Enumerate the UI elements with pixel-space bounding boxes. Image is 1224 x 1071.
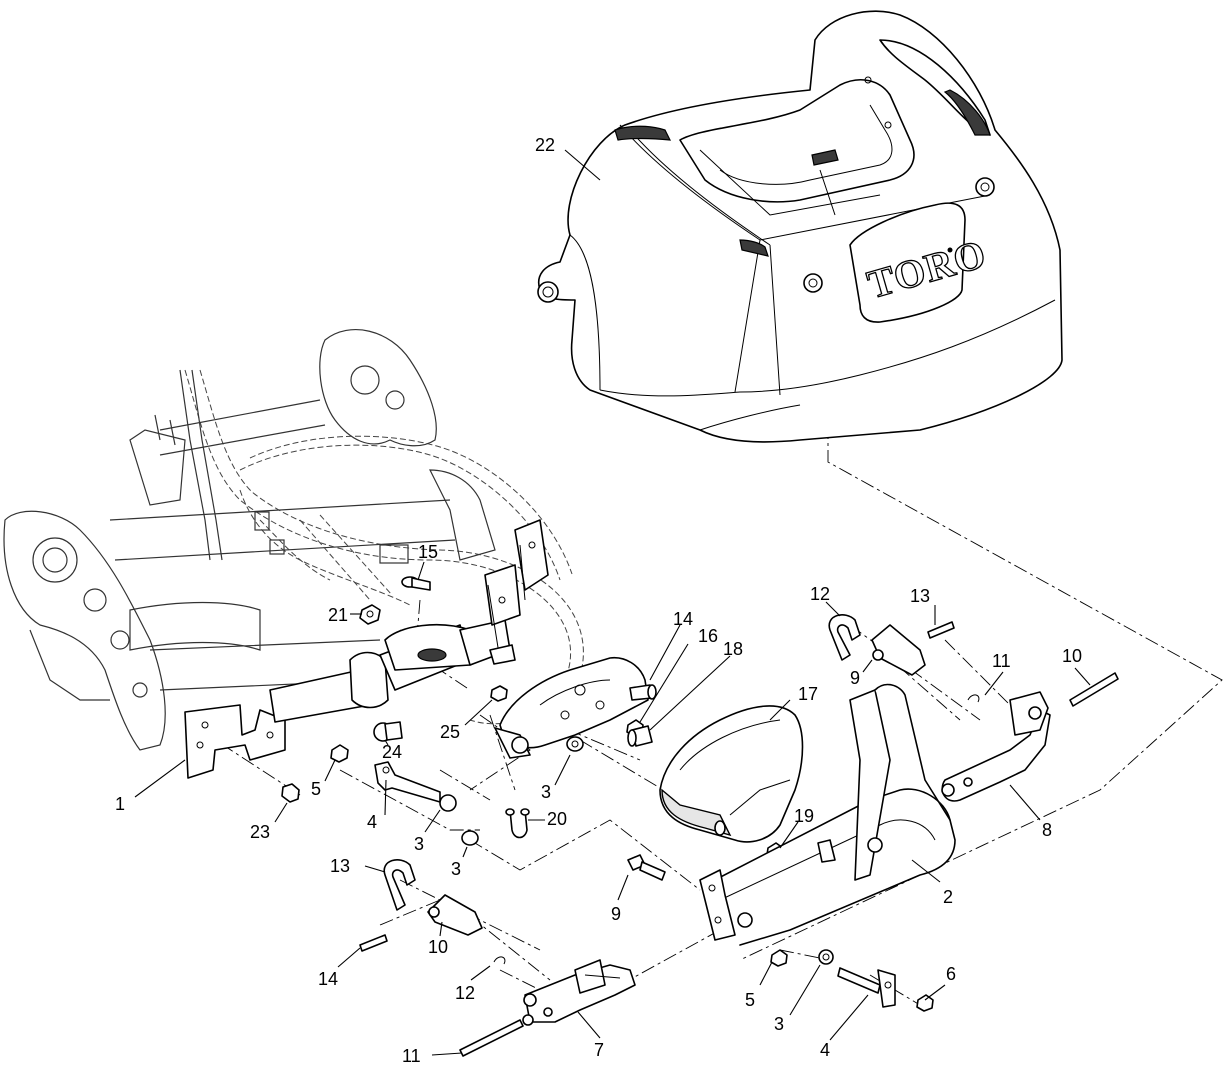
callout-10-lower: 11 xyxy=(402,1046,421,1066)
callout-16: 16 xyxy=(698,626,718,646)
callout-5-upper: 5 xyxy=(311,779,321,799)
part-9-latches xyxy=(427,624,926,936)
part-18-spacer xyxy=(627,725,653,747)
callout-4-upper: 4 xyxy=(367,812,377,832)
part-23-bolt xyxy=(281,783,300,803)
part-8-bolt xyxy=(627,854,666,881)
center-weldment xyxy=(269,519,549,723)
callout-15: 15 xyxy=(418,542,438,562)
part-15-bolt xyxy=(401,576,431,591)
callout-3-upper-b: 3 xyxy=(451,859,461,879)
callout-5-right: 6 xyxy=(946,964,956,984)
callout-1: 1 xyxy=(115,794,125,814)
callouts: 22 1 2 5 4 3 3 3 5 3 4 6 7 8 9 9 10 10 1… xyxy=(115,135,1082,1066)
callout-21: 21 xyxy=(328,605,348,625)
part-14-module xyxy=(494,656,657,759)
callout-25: 25 xyxy=(440,722,460,742)
callout-14: 14 xyxy=(673,609,693,629)
part-7-slide xyxy=(941,691,1051,802)
callout-11-lower: 12 xyxy=(455,983,475,1003)
callout-10-upper: 10 xyxy=(1062,646,1082,666)
callout-18: 18 xyxy=(723,639,743,659)
callout-9-lower: 10 xyxy=(428,937,448,957)
callout-12-upper: 12 xyxy=(810,584,830,604)
callout-24: 24 xyxy=(382,742,402,762)
callout-13-upper: 13 xyxy=(910,586,930,606)
lower-right-hardware xyxy=(770,949,934,1012)
part-12-clamps xyxy=(383,614,861,911)
part-25-nut xyxy=(490,685,508,702)
part-10-pins xyxy=(459,672,1119,1057)
callout-3-lower: 3 xyxy=(774,1014,784,1034)
callout-2: 2 xyxy=(943,887,953,907)
callout-12-lower: 13 xyxy=(330,856,350,876)
part-17-housing xyxy=(659,705,804,843)
part-6-slide xyxy=(522,959,636,1026)
callout-8: 9 xyxy=(611,904,621,924)
callout-23: 23 xyxy=(250,822,270,842)
callout-6: 7 xyxy=(594,1040,604,1060)
part-24-knob xyxy=(373,721,403,742)
part-13-pins xyxy=(359,621,955,952)
part-22-cover: TORO xyxy=(537,10,1063,443)
part-20-clip xyxy=(505,808,530,839)
callout-22: 22 xyxy=(535,135,555,155)
part-1-bracket xyxy=(184,704,286,779)
callout-3-upper-a: 3 xyxy=(414,834,424,854)
callout-19: 19 xyxy=(794,806,814,826)
upper-hardware xyxy=(330,736,584,846)
ghost-frame xyxy=(3,329,584,751)
part-11-clips xyxy=(493,694,980,965)
callout-11-upper: 11 xyxy=(992,651,1011,671)
part-21-nut xyxy=(359,604,381,625)
callout-3-mid: 3 xyxy=(541,782,551,802)
callout-9-upper: 9 xyxy=(850,668,860,688)
callout-5-lower: 5 xyxy=(745,990,755,1010)
callout-13-lower: 14 xyxy=(318,969,338,989)
callout-20: 20 xyxy=(547,809,567,829)
callout-7: 8 xyxy=(1042,820,1052,840)
part-2-frame xyxy=(699,683,956,946)
callout-4-lower: 4 xyxy=(820,1040,830,1060)
leader-lines xyxy=(134,149,1091,1056)
callout-17: 17 xyxy=(798,684,818,704)
